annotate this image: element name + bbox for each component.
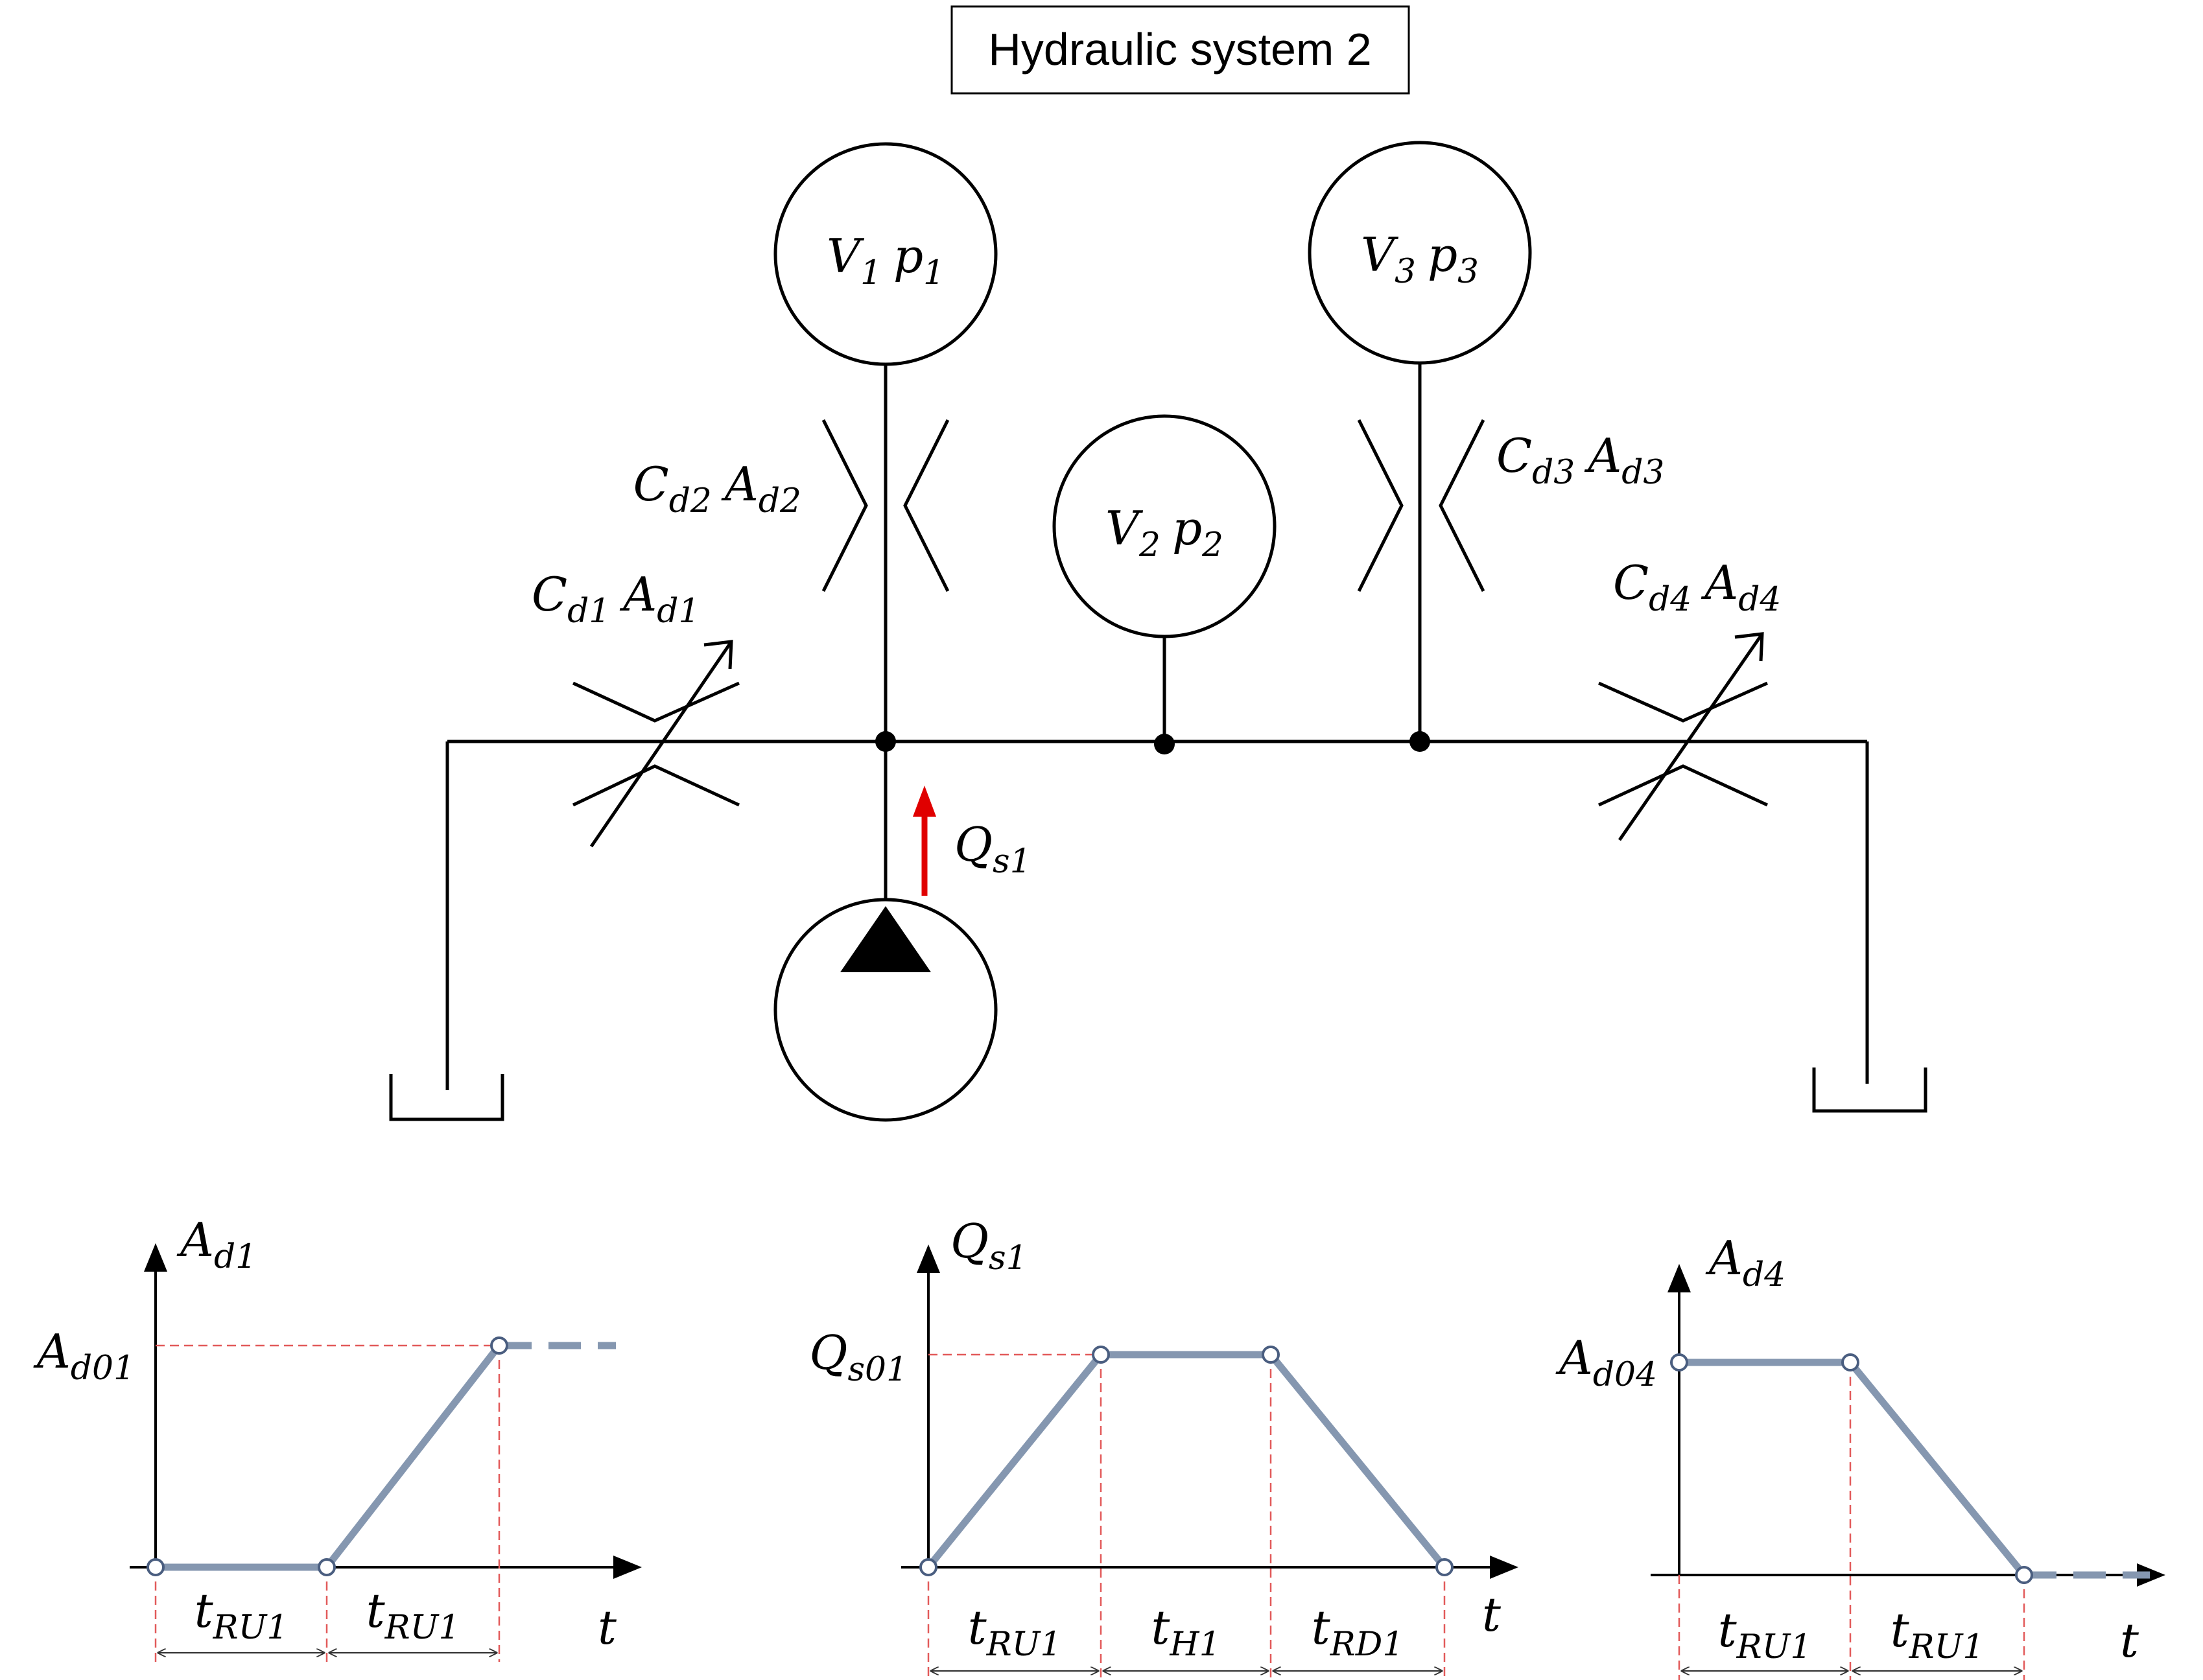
tank-left — [389, 1074, 504, 1121]
plot-2-xlabel: t — [1482, 1587, 1502, 1642]
pump — [773, 741, 998, 1122]
orifice-3-symbol — [1357, 419, 1485, 592]
profile-node — [318, 1558, 336, 1576]
profile-node — [1435, 1558, 1454, 1576]
profile-node — [1670, 1353, 1688, 1371]
plot-3-ylevel: Ad04 — [1555, 1331, 1657, 1394]
profile-line — [1679, 1359, 2027, 1578]
interval-label: tRU1 — [1891, 1603, 1985, 1666]
diagram-title: Hydraulic system 2 — [988, 24, 1371, 75]
profile-node — [1262, 1346, 1280, 1364]
profile-node — [2015, 1566, 2033, 1584]
flow-arrow — [913, 786, 936, 896]
title-box: Hydraulic system 2 — [950, 5, 1410, 95]
profile-node — [919, 1558, 937, 1576]
plot-ad1: tRU1 tRU1 Ad1 Ad01 t — [33, 1213, 642, 1662]
plot-1-ylevel: Ad01 — [33, 1324, 135, 1388]
plot-1-ylabel: Ad1 — [176, 1213, 257, 1276]
profile-node — [490, 1336, 508, 1355]
plot-3-ylabel: Ad4 — [1705, 1231, 1785, 1294]
interval-label: tRU1 — [968, 1600, 1062, 1664]
plot-ad4: tRU1 tRU1 Ad4 Ad04 t — [1555, 1231, 2165, 1680]
profile-line — [156, 1343, 502, 1571]
plot-1-xlabel: t — [598, 1600, 617, 1655]
profile-node — [1092, 1346, 1110, 1364]
profile-node — [147, 1558, 165, 1576]
orifice-2-symbol — [821, 419, 950, 592]
orifice-4-symbol — [1597, 632, 1769, 841]
main-line — [445, 740, 1869, 1090]
profile-line — [925, 1351, 1448, 1570]
plot-qs1: tRU1 tH1 tRD1 Qs1 Qs01 t — [809, 1214, 1518, 1680]
interval-label: tH1 — [1151, 1600, 1220, 1664]
plot-3-xlabel: t — [2120, 1613, 2139, 1668]
profile-node — [1841, 1353, 1859, 1371]
plot-2-ylevel: Qs01 — [809, 1325, 908, 1389]
interval-label: tRU1 — [366, 1583, 460, 1647]
interval-label: tRD1 — [1312, 1600, 1404, 1664]
interval-label: tRU1 — [194, 1583, 289, 1647]
tank-right — [1812, 1068, 1927, 1113]
orifice-1-symbol — [572, 640, 740, 848]
pump-flow-label: Qs1 — [954, 817, 1031, 881]
plot-2-ylabel: Qs1 — [950, 1214, 1028, 1278]
interval-label: tRU1 — [1718, 1603, 1812, 1666]
